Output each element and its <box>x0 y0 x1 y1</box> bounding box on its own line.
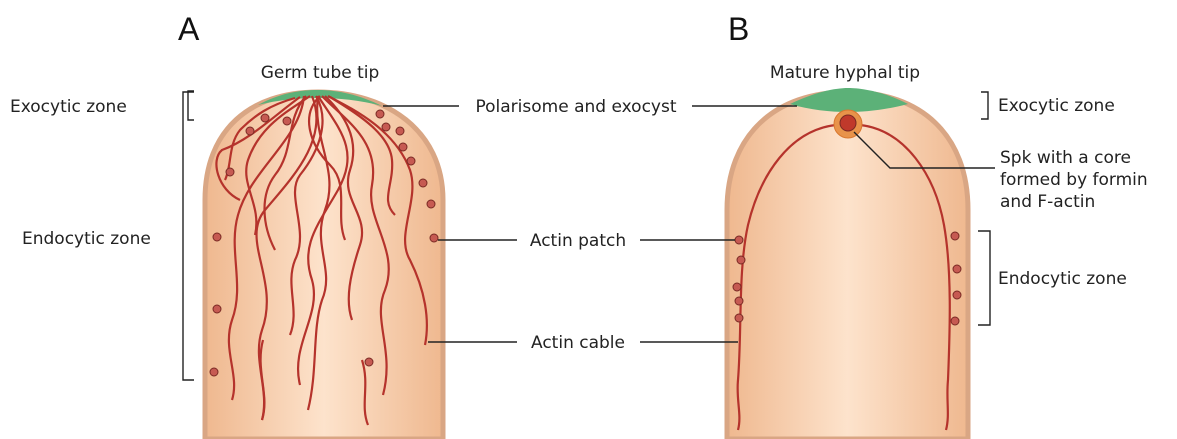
endocytic-zone-label-a: Endocytic zone <box>22 229 151 249</box>
mature-hypha-cell <box>727 92 968 439</box>
endocytic-zone-label-b: Endocytic zone <box>998 269 1127 289</box>
spk-label-line-3: and F-actin <box>1000 192 1095 212</box>
spitzenkorper-core <box>840 115 856 131</box>
spk-label: Spk with a core formed by formin and F-a… <box>1000 148 1153 212</box>
brackets-b <box>978 92 990 325</box>
exocytic-zone-label-a: Exocytic zone <box>10 97 127 117</box>
panel-b: B Mature hyphal tip <box>727 11 1153 439</box>
panel-a-title: Germ tube tip <box>261 63 380 83</box>
actin-cable-label: Actin cable <box>531 333 625 353</box>
spk-label-line-2: formed by formin <box>1000 170 1148 190</box>
panel-b-letter: B <box>728 11 749 47</box>
panel-a-letter: A <box>178 11 200 47</box>
brackets-a <box>183 91 194 380</box>
polarisome-exocyst-label: Polarisome and exocyst <box>476 97 677 117</box>
panel-b-title: Mature hyphal tip <box>770 63 920 83</box>
exocytic-zone-label-b: Exocytic zone <box>998 96 1115 116</box>
spk-label-line-1: Spk with a core <box>1000 148 1131 168</box>
panel-a: A Germ tube tip <box>10 11 443 439</box>
actin-patch-label: Actin patch <box>530 231 626 251</box>
